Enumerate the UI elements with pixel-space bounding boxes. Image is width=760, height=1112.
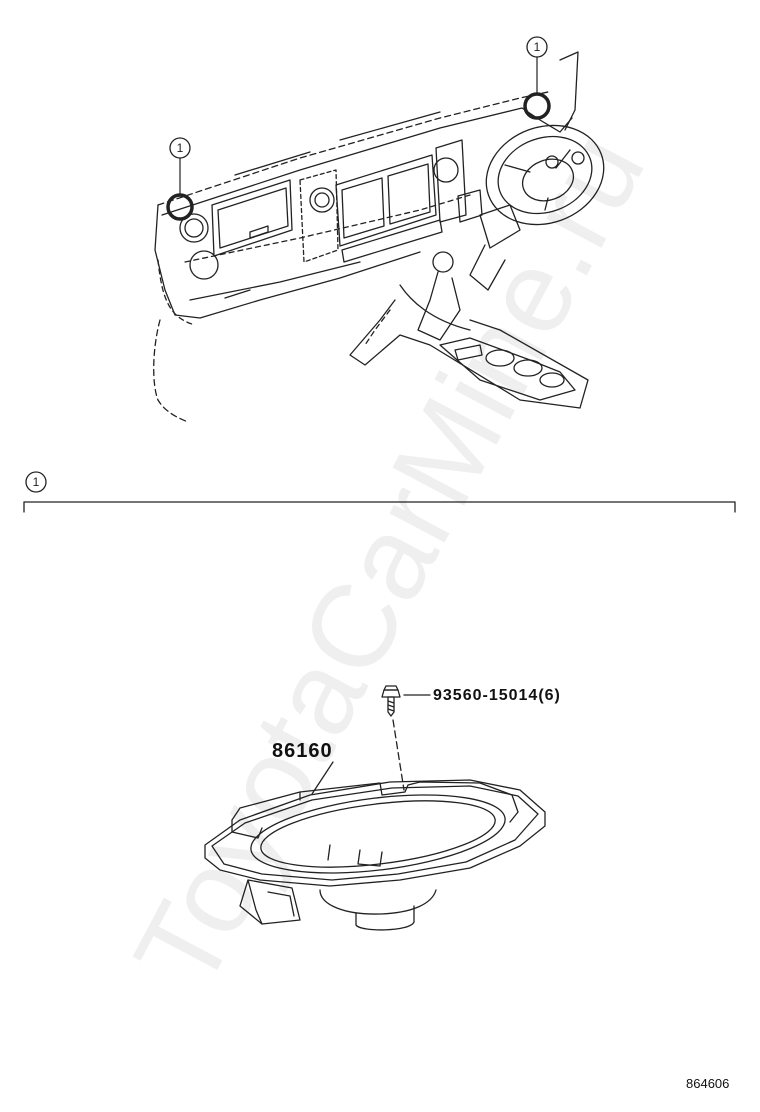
callout-number-right: 1 [534,40,541,54]
speaker-marker-right [523,92,551,120]
callout-number-left: 1 [177,141,184,155]
part-number-speaker[interactable]: 86160 [272,740,333,762]
speaker-marker-left [166,193,194,221]
section-divider [23,471,736,513]
speaker-illustration [204,779,546,931]
callout-bubble-left [169,137,191,159]
speaker-location-markers [166,56,551,221]
screw-illustration [311,685,431,795]
callout-bubble-right [526,36,548,58]
dashboard-illustration [153,51,605,423]
illustration-id: 864606 [686,1076,730,1091]
part-number-screw[interactable]: 93560-15014(6) [433,687,561,704]
section-number: 1 [33,475,40,489]
